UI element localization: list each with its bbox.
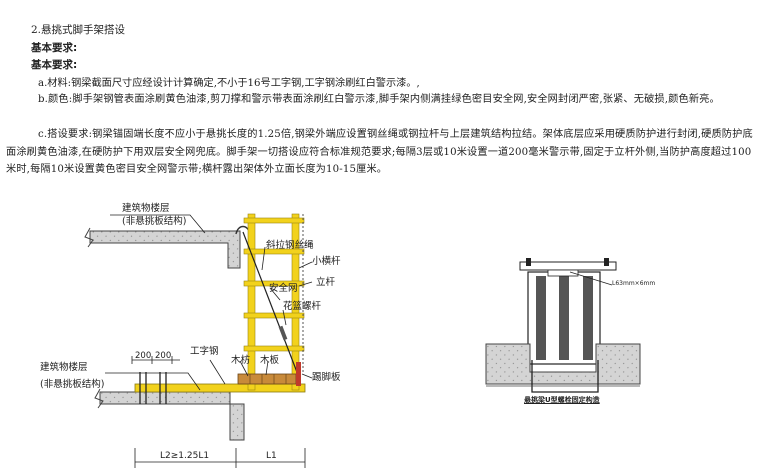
label-turnbuckle: 花篮螺杆 [283, 301, 322, 312]
leader-lines [105, 214, 313, 391]
requirements-heading-repeat: 基本要求: [31, 59, 78, 71]
label-dim-200-b: 200 [155, 351, 172, 361]
label-floor-top-1: 建筑物楼层 [122, 203, 170, 214]
dimension-200 [131, 356, 180, 364]
label-board: 木板 [260, 355, 280, 366]
label-wire-rope: 斜拉钢丝绳 [266, 240, 314, 251]
turnbuckle-shape [278, 325, 288, 341]
i-beam-steel [134, 383, 306, 393]
label-toe-board: 踢脚板 [312, 372, 341, 383]
label-floor-bottom-1: 建筑物楼层 [40, 362, 88, 373]
label-dim-l1: L1 [266, 451, 277, 461]
label-dim-200-a: 200 [135, 351, 152, 361]
upper-floor-slab [84, 227, 241, 269]
label-upright: 立杆 [316, 277, 336, 288]
section-heading: 2.悬挑式脚手架搭设 [31, 24, 126, 36]
u-bolt-anchors [139, 372, 167, 404]
label-detail-note: L63mm×6mm [612, 280, 656, 287]
length-dimension [134, 448, 306, 468]
label-dim-l2: L2≥1.25L1 [160, 451, 210, 461]
paragraph-c-requirements: c.搭设要求:钢梁锚固端长度不应小于悬挑长度的1.25倍,钢梁外端应设置钢丝绳或… [6, 129, 753, 175]
label-small-bar: 小横杆 [312, 256, 341, 267]
label-i-beam: 工字钢 [190, 346, 219, 357]
label-timber: 木枋 [231, 355, 251, 366]
wire-rope-line [242, 231, 301, 381]
u-bolt-detail [485, 258, 641, 393]
lower-floor-slab [94, 388, 245, 441]
requirements-heading: 基本要求: [31, 42, 78, 54]
scaffold-uprights [247, 213, 300, 391]
label-detail-caption: 悬挑梁U型螺栓固定构造 [524, 396, 600, 404]
paragraph-b-colors: b.颜色:脚手架钢管表面涂刷黄色油漆,剪刀撑和警示带表面涂刷红白警示漆,脚手架内… [38, 94, 720, 105]
timber-blocks [237, 373, 297, 385]
label-floor-top-2: (非悬挑板结构) [122, 216, 187, 227]
scaffold-ledgers [243, 217, 305, 352]
toe-board [296, 362, 301, 386]
paragraph-a-materials: a.材料:钢梁截面尺寸应经设计计算确定,不小于16号工字钢,工字钢涂刷红白警示漆… [38, 78, 420, 89]
label-floor-bottom-2: (非悬挑板结构) [40, 379, 105, 390]
label-safety-net: 安全网 [269, 283, 298, 294]
